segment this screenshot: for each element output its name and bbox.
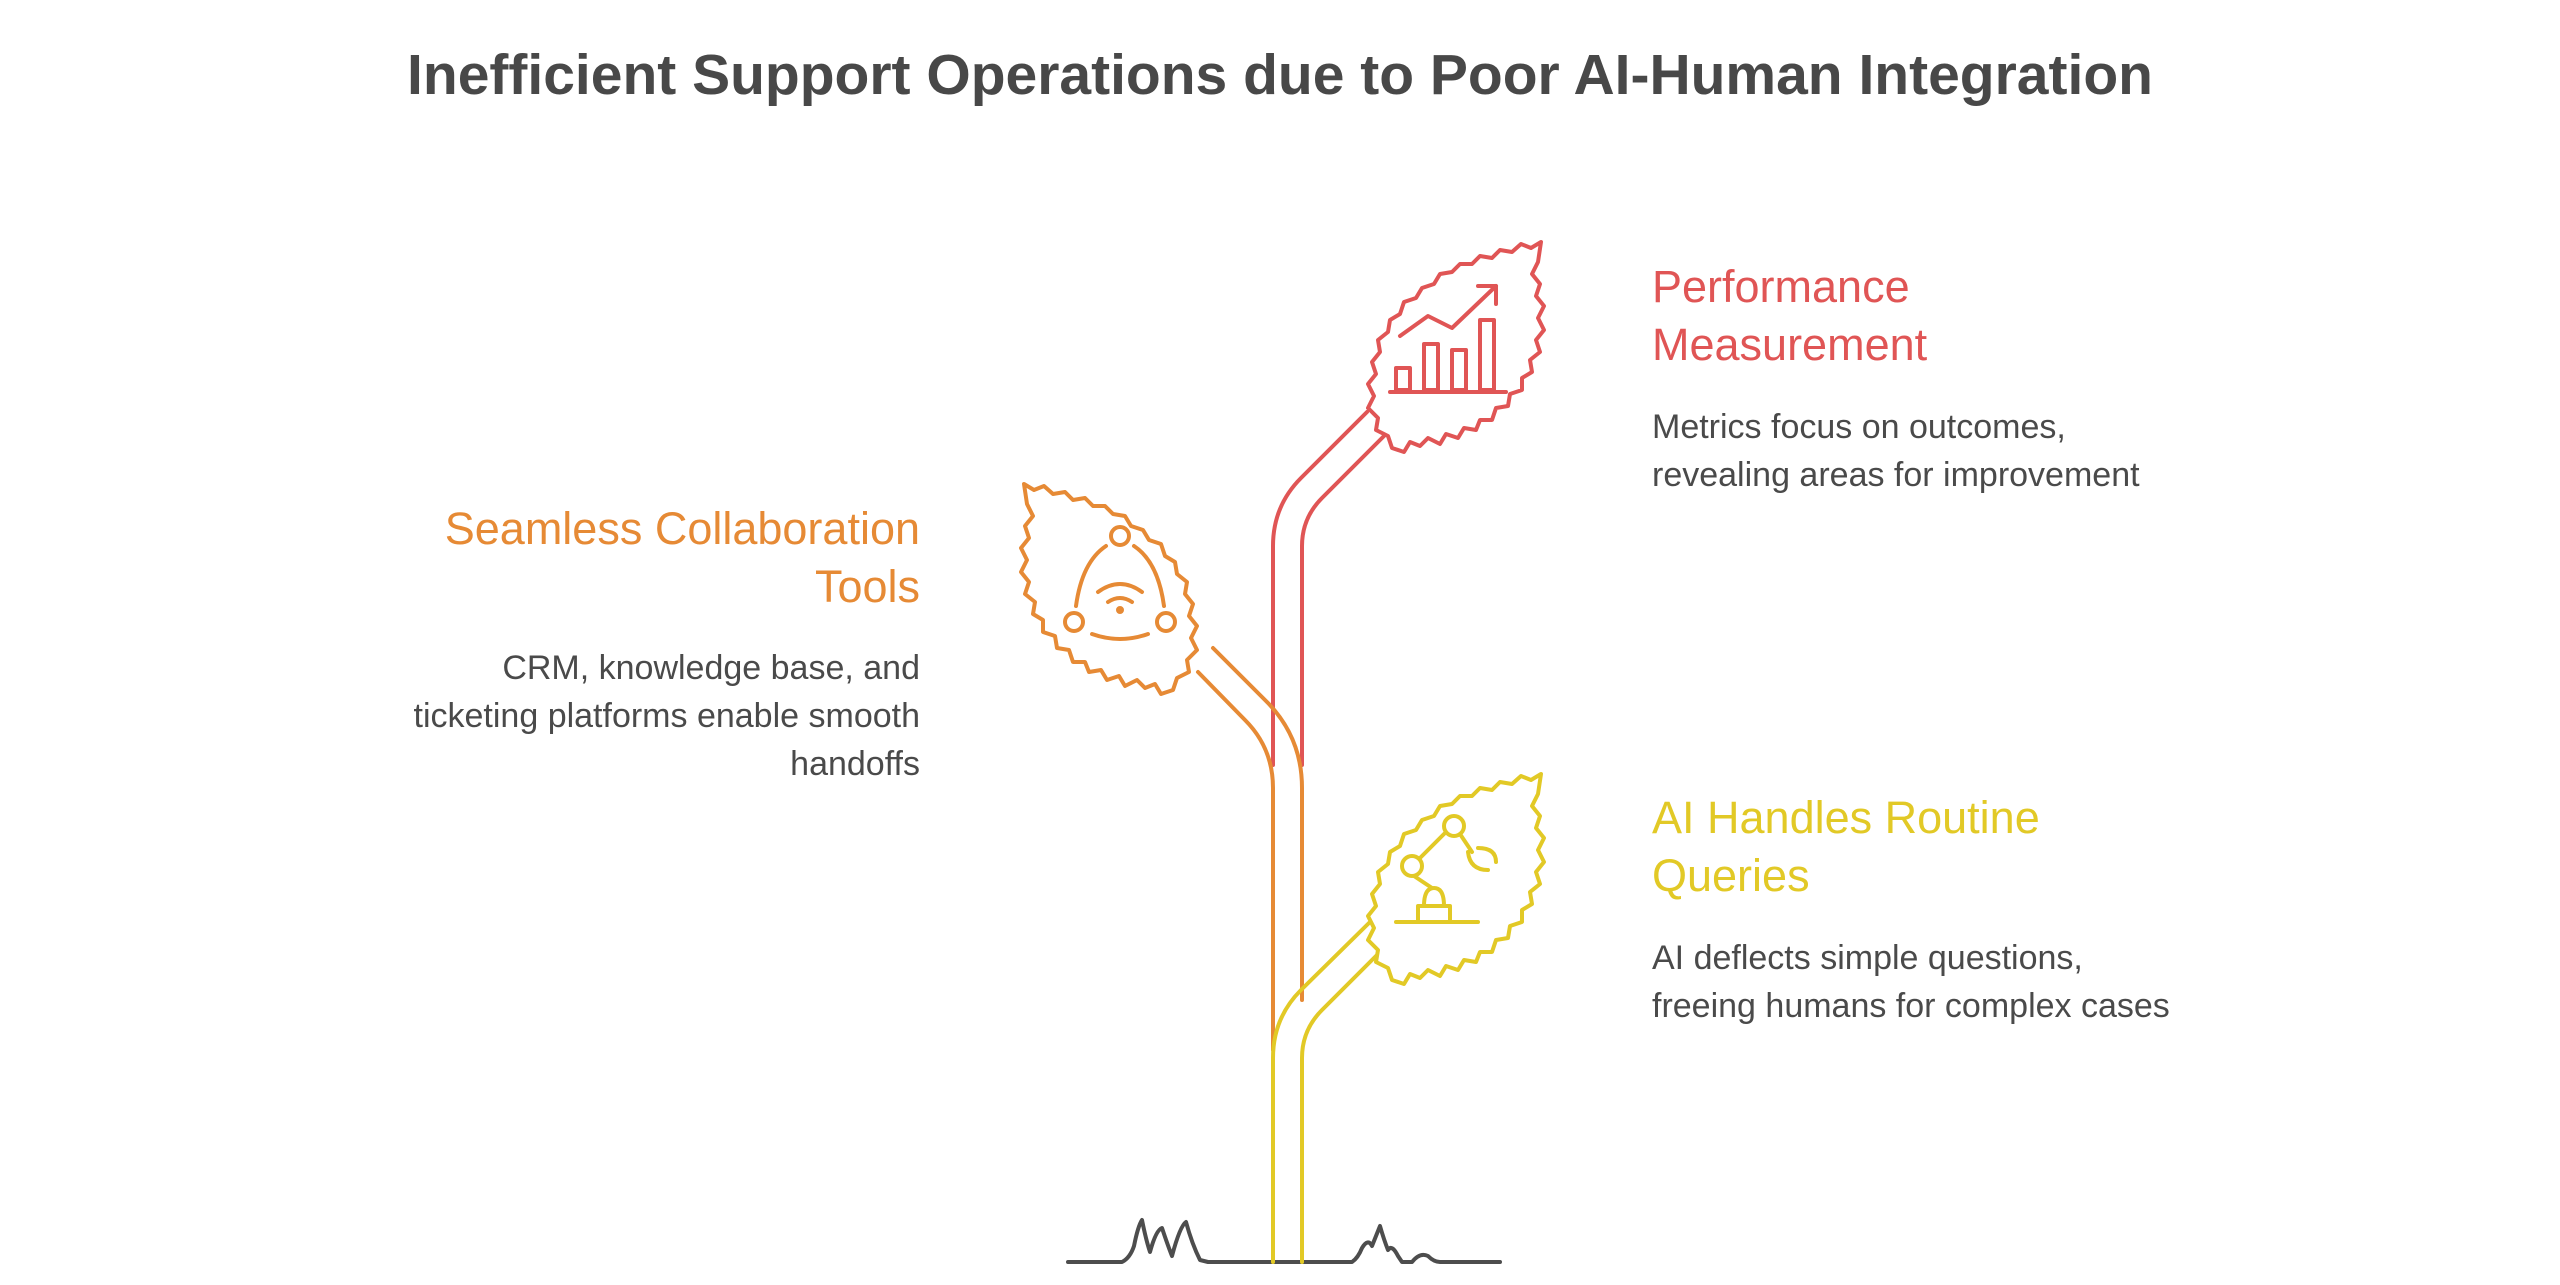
leaf-ai-queries	[1366, 772, 1546, 986]
collaboration-description: CRM, knowledge base, and ticketing platf…	[300, 644, 920, 788]
stem-red	[1271, 410, 1369, 767]
ai-queries-desc-line2: freeing humans for complex cases	[1652, 987, 2170, 1025]
leaf-red-outline	[1366, 240, 1546, 454]
performance-heading: Performance Measurement	[1652, 258, 1927, 374]
stem-yellow	[1271, 920, 1372, 1264]
performance-heading-line2: Measurement	[1652, 319, 1928, 370]
stem-red-inner	[1300, 434, 1386, 767]
ai-queries-heading-line1: AI Handles Routine	[1652, 792, 2040, 843]
robot-arm-icon	[1394, 814, 1498, 924]
collaboration-heading: Seamless Collaboration Tools	[300, 500, 920, 616]
performance-desc-line1: Metrics focus on outcomes,	[1652, 408, 2066, 446]
page-title: Inefficient Support Operations due to Po…	[407, 43, 2153, 107]
collaboration-heading-line1: Seamless Collaboration	[444, 503, 920, 554]
performance-description: Metrics focus on outcomes, revealing are…	[1652, 403, 2140, 499]
leaf-yellow-outline	[1366, 772, 1546, 986]
ai-queries-heading: AI Handles Routine Queries	[1652, 789, 2040, 905]
collaboration-desc-line3: handoffs	[790, 745, 920, 783]
ai-queries-description: AI deflects simple questions, freeing hu…	[1652, 934, 2170, 1030]
ground-grass	[1066, 1218, 1502, 1264]
leaf-performance	[1366, 240, 1546, 454]
collaboration-desc-line2: ticketing platforms enable smooth	[413, 697, 920, 735]
wireless-network-icon	[1063, 525, 1177, 641]
bar-chart-trend-icon	[1388, 284, 1508, 394]
stem-yellow-inner	[1300, 944, 1388, 1264]
performance-desc-line2: revealing areas for improvement	[1652, 456, 2140, 494]
ai-queries-heading-line2: Queries	[1652, 850, 1810, 901]
performance-heading-line1: Performance	[1652, 261, 1910, 312]
collaboration-desc-line1: CRM, knowledge base, and	[502, 649, 920, 687]
leaf-orange-outline	[1019, 482, 1199, 696]
leaf-collaboration	[1019, 482, 1199, 696]
ai-queries-desc-line1: AI deflects simple questions,	[1652, 939, 2083, 977]
stem-orange-inner	[1211, 646, 1304, 1002]
stem-orange	[1196, 670, 1275, 1052]
collaboration-heading-line2: Tools	[814, 561, 920, 612]
